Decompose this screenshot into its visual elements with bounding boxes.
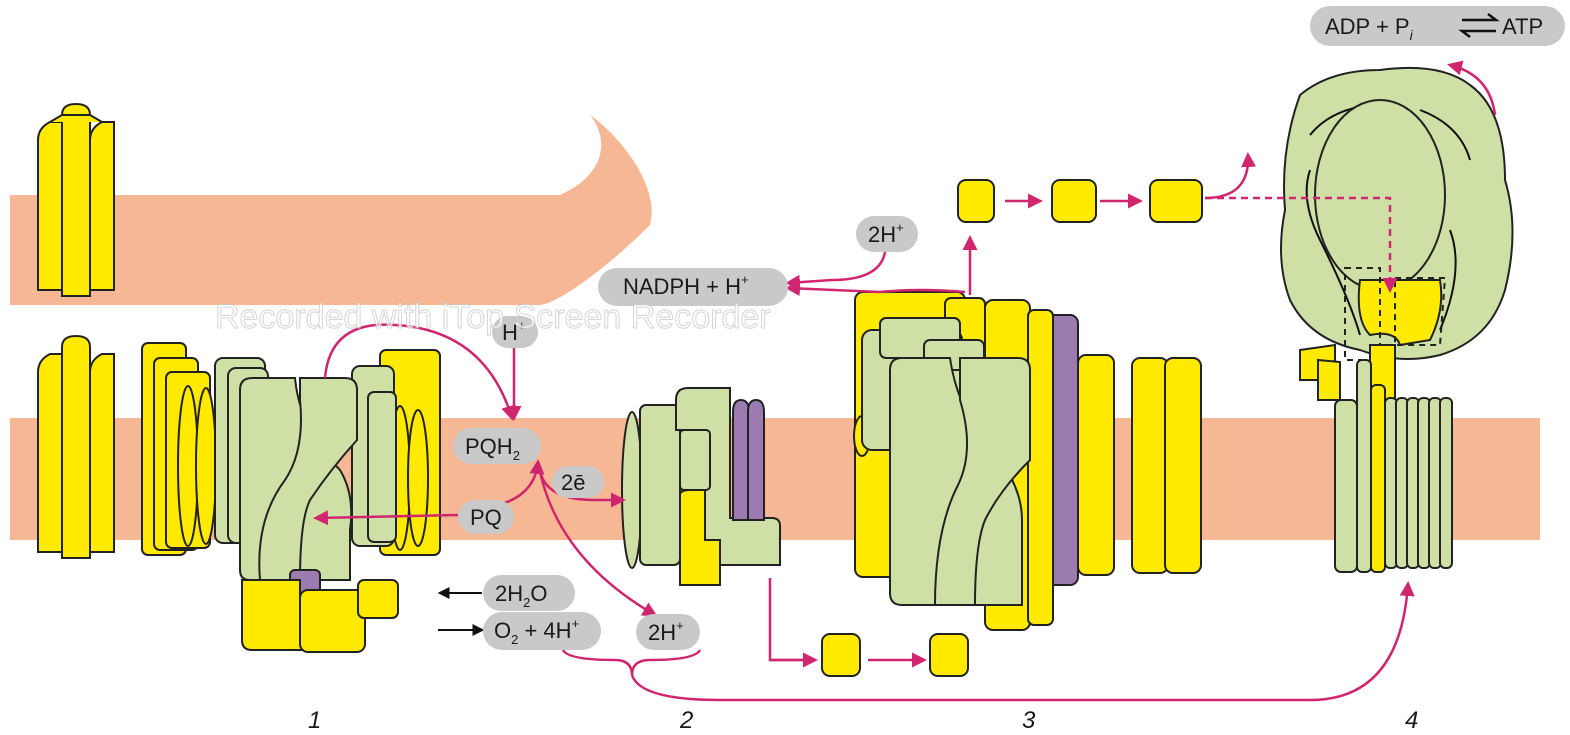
photosystem-i: [854, 292, 1201, 630]
photosystem-ii: [142, 343, 440, 652]
antenna-lower: [38, 336, 114, 558]
water-label: 2H2O: [495, 581, 547, 610]
complex-number-3: 3: [1022, 707, 1036, 734]
two-e-label: 2ē: [561, 470, 585, 495]
cytochrome-b6f: [622, 388, 780, 585]
complex-number-4: 4: [1405, 707, 1418, 734]
recorder-watermark: Recorded with iTop Screen Recorder: [215, 298, 771, 336]
atp-right-label: ATP: [1502, 14, 1543, 39]
carriers-top: [958, 180, 1202, 222]
oxygen-label: O2 + 4H+: [494, 616, 579, 647]
nadph-label: NADPH + H+: [623, 272, 749, 299]
antenna-upper: [38, 104, 114, 296]
pq-label: PQ: [470, 505, 502, 530]
carriers-bottom: [822, 634, 968, 676]
complex-number-1: 1: [308, 707, 321, 734]
complex-number-2: 2: [679, 707, 693, 734]
pqh2-label: PQH2: [465, 434, 520, 463]
atp-left-label: ADP + Pi: [1325, 14, 1414, 43]
